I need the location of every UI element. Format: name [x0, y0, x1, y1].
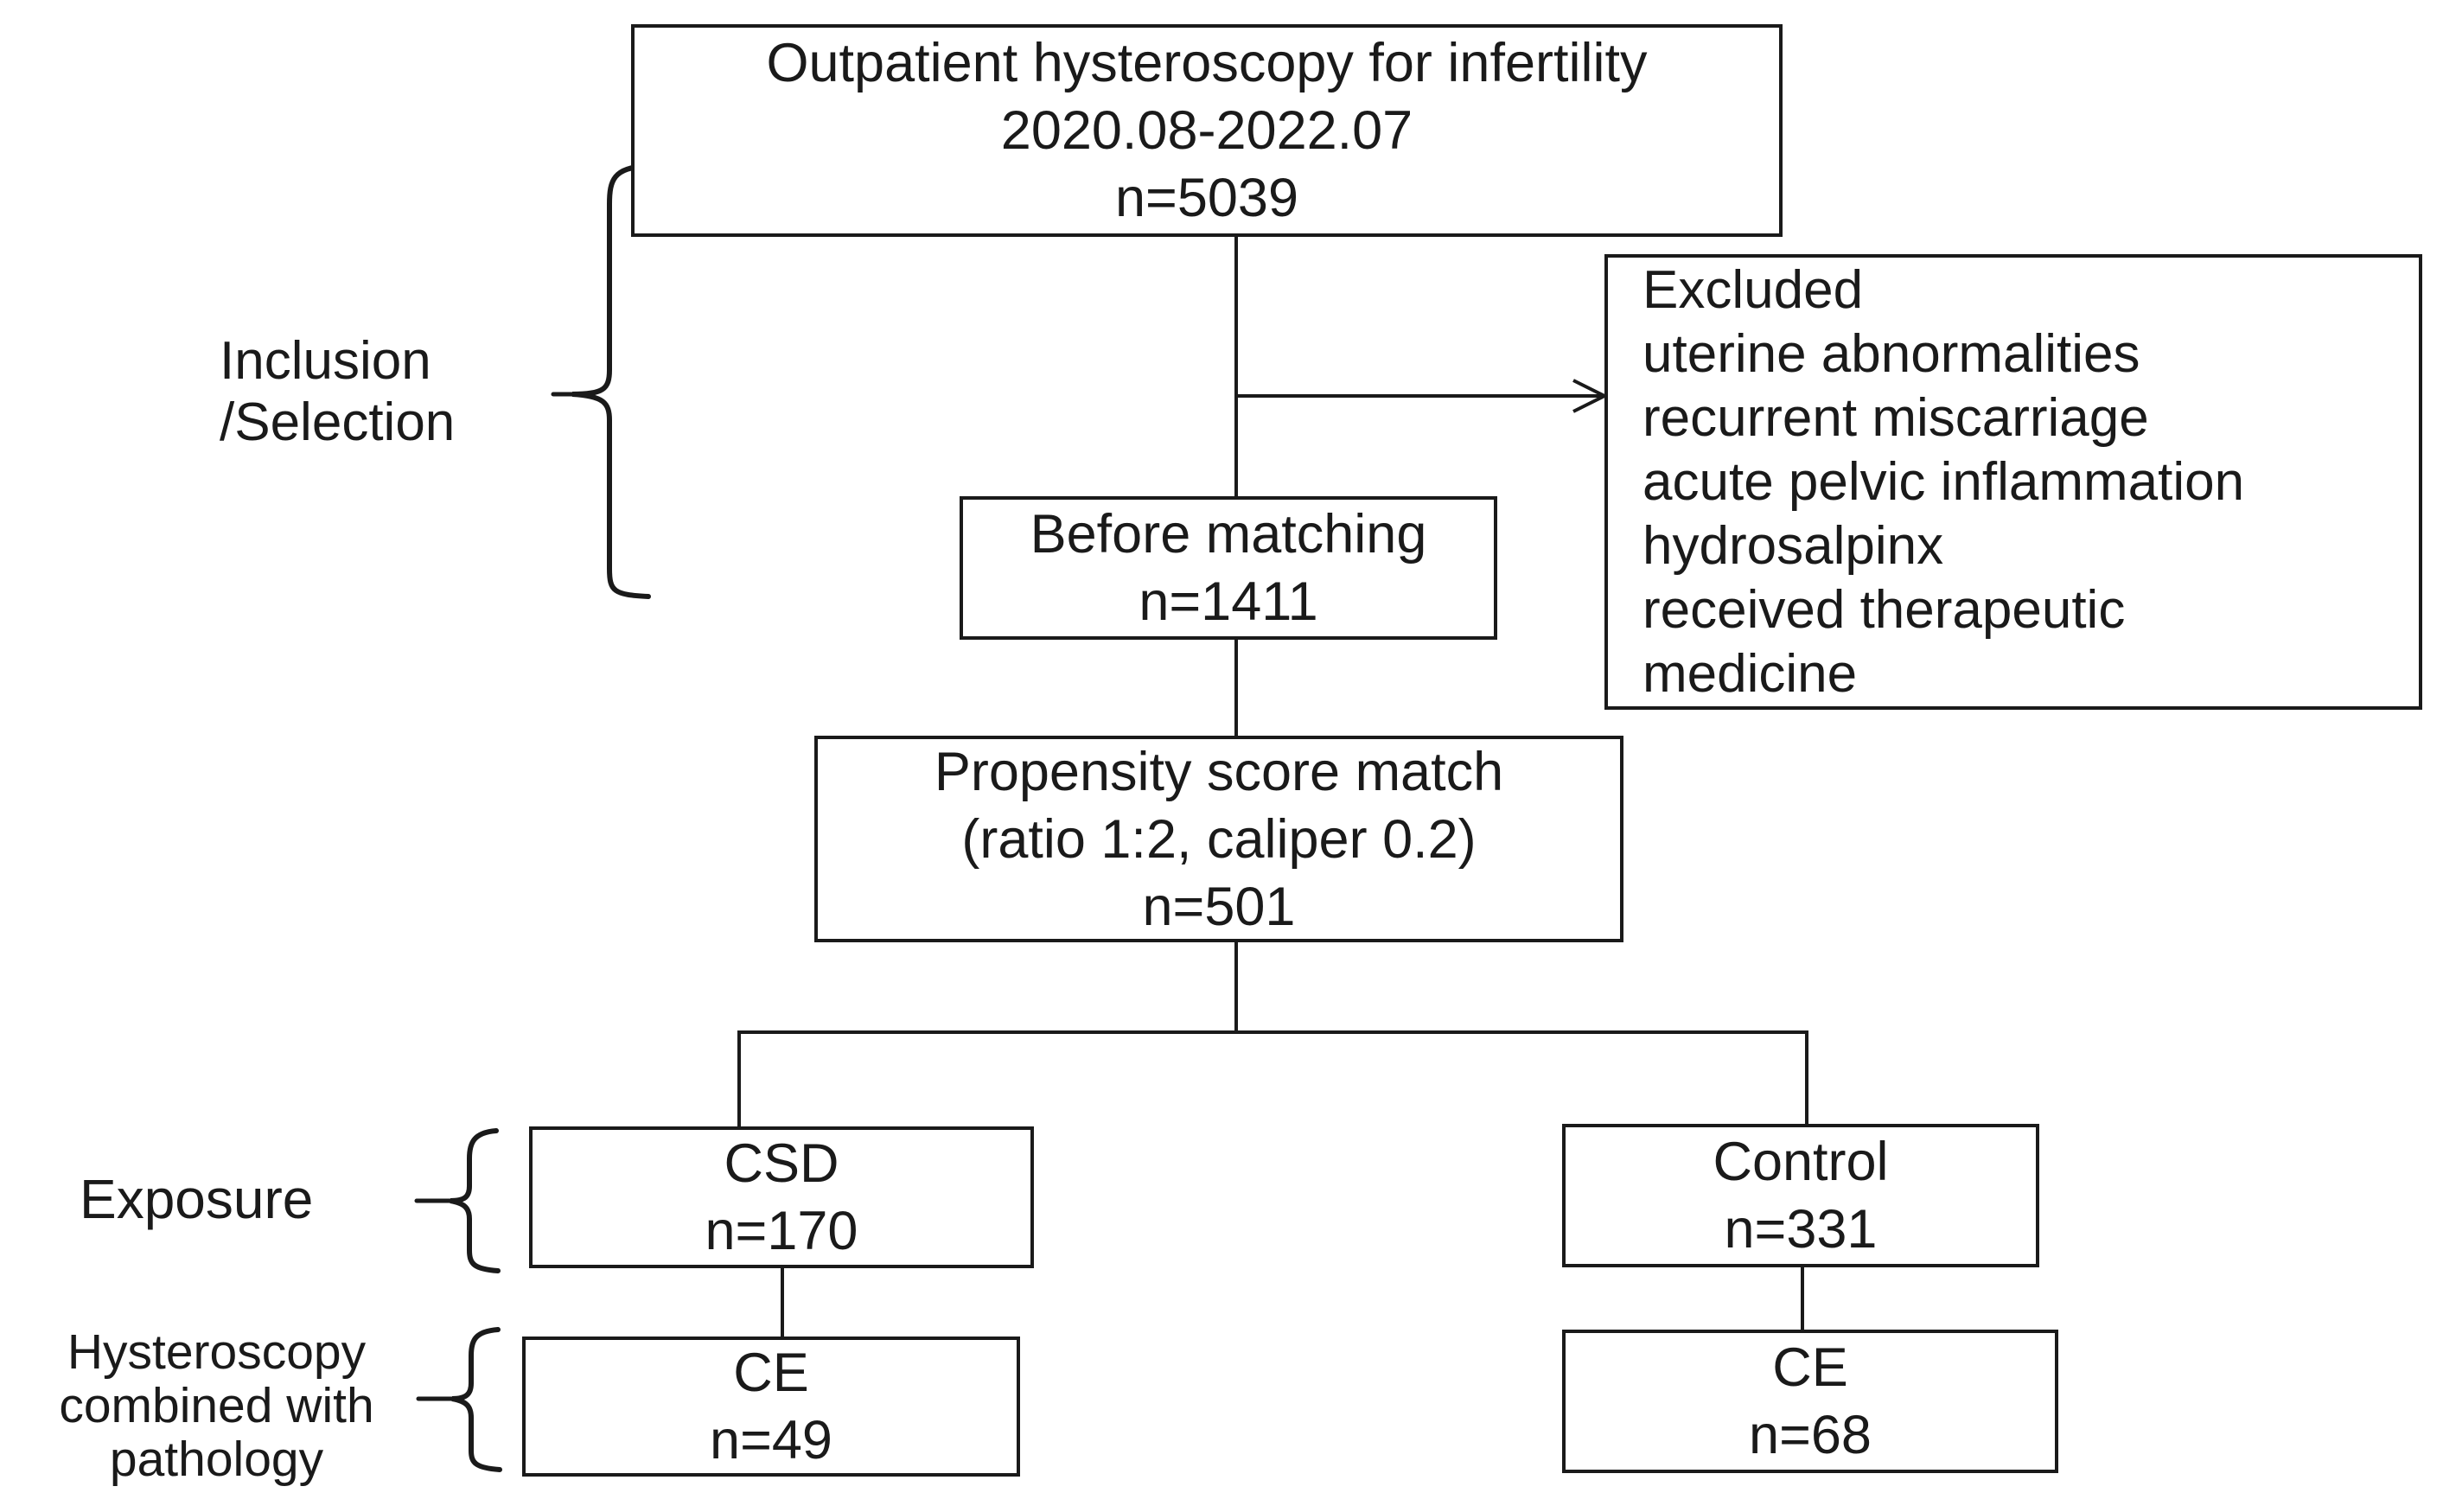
box-line: n=501 [1142, 876, 1296, 937]
box-line: hydrosalpinx [1642, 515, 1944, 576]
label-exposure: Exposure [80, 1169, 313, 1230]
connector-branch [737, 1030, 1808, 1128]
box-line: Excluded [1642, 259, 1864, 320]
box-line: 2020.08-2022.07 [1000, 100, 1413, 161]
pathology-brace [451, 1327, 502, 1472]
box-outpatient-hysteroscopy: Outpatient hysteroscopy for infertility … [631, 24, 1783, 237]
label-hysteroscopy-pathology: Hysteroscopy combined with pathology [24, 1325, 409, 1486]
box-excluded: Excluded uterine abnormalities recurrent… [1604, 254, 2422, 710]
box-propensity-score-match: Propensity score match (ratio 1:2, calip… [814, 736, 1623, 942]
box-line: CE [733, 1343, 809, 1403]
label-line: /Selection [220, 392, 456, 452]
box-ce-csd: CE n=49 [522, 1337, 1020, 1477]
box-line: Propensity score match [934, 741, 1504, 802]
label-inclusion-selection: Inclusion /Selection [220, 330, 455, 453]
box-csd: CSD n=170 [529, 1126, 1034, 1268]
box-line: n=49 [710, 1410, 832, 1471]
box-line: n=331 [1724, 1199, 1878, 1260]
box-line: (ratio 1:2, caliper 0.2) [961, 808, 1477, 870]
box-line: CSD [724, 1133, 839, 1194]
box-line: n=170 [705, 1201, 858, 1261]
box-line: Control [1713, 1132, 1889, 1192]
box-line: Outpatient hysteroscopy for infertility [766, 33, 1648, 93]
exposure-brace [450, 1128, 501, 1273]
box-control: Control n=331 [1562, 1124, 2039, 1267]
box-line: acute pelvic inflammation [1642, 451, 2245, 512]
box-line: recurrent miscarriage [1642, 387, 2149, 448]
box-before-matching: Before matching n=1411 [960, 496, 1497, 640]
box-line: medicine [1642, 643, 1858, 704]
box-ce-control: CE n=68 [1562, 1330, 2058, 1473]
label-line: Exposure [80, 1168, 314, 1230]
box-line: received therapeutic [1642, 579, 2126, 640]
box-line: uterine abnormalities [1642, 323, 2140, 384]
label-line: pathology [109, 1432, 324, 1487]
label-line: combined with [59, 1378, 374, 1433]
box-line: n=1411 [1139, 571, 1318, 632]
label-line: Inclusion [220, 331, 431, 391]
box-line: Before matching [1030, 504, 1427, 565]
label-line: Hysteroscopy [67, 1324, 367, 1380]
box-line: n=5039 [1115, 168, 1298, 228]
box-line: CE [1772, 1337, 1848, 1398]
box-line: n=68 [1749, 1405, 1872, 1465]
